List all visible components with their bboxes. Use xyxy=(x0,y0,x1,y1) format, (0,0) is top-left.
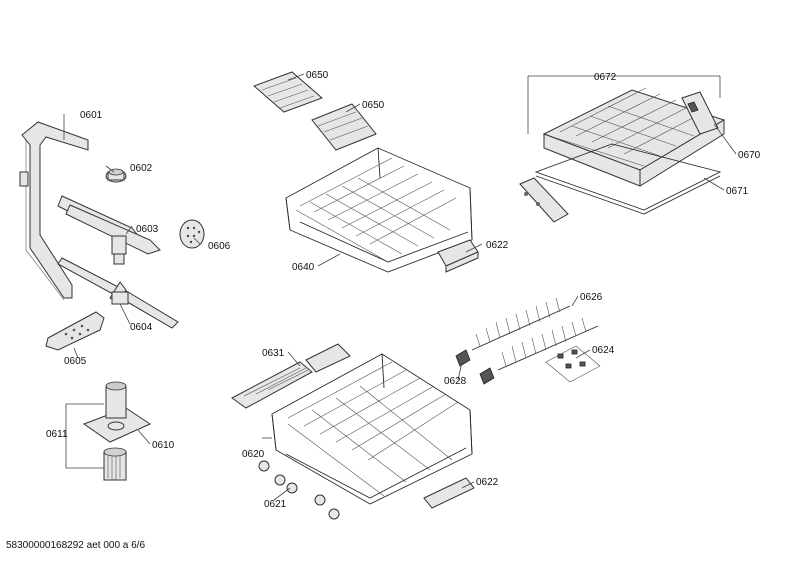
label-0624: 0624 xyxy=(592,345,615,356)
label-0640: 0640 xyxy=(292,262,315,273)
label-0628: 0628 xyxy=(444,376,467,387)
clips-0628 xyxy=(455,349,495,385)
rack-0631-a xyxy=(231,361,313,409)
fasteners-0624 xyxy=(545,345,601,383)
label-0650-a: 0650 xyxy=(306,70,329,81)
wheels-0620 xyxy=(258,460,286,486)
leader-lines xyxy=(63,73,737,501)
lower-spray-arm-0604 xyxy=(57,257,179,329)
filter-assembly-0610 xyxy=(82,381,152,443)
connector-0602 xyxy=(105,168,127,183)
tray-rail-0670 xyxy=(681,91,719,135)
document-id: 58300000168292 aet 000 a 6/6 xyxy=(6,540,146,551)
label-0626: 0626 xyxy=(580,292,603,303)
upper-basket-0640 xyxy=(285,147,473,273)
fine-filter-0611 xyxy=(103,447,127,481)
label-0606: 0606 xyxy=(208,241,231,252)
label-0650-b: 0650 xyxy=(362,100,385,111)
water-pipe-0601 xyxy=(19,121,89,301)
label-0621: 0621 xyxy=(264,499,287,510)
label-0670: 0670 xyxy=(738,150,761,161)
label-0603: 0603 xyxy=(136,224,159,235)
lower-basket xyxy=(271,353,473,505)
label-0605: 0605 xyxy=(64,356,87,367)
label-0622-lower: 0622 xyxy=(476,477,499,488)
rack-0631-b xyxy=(305,343,351,373)
label-0671: 0671 xyxy=(726,186,749,197)
rack-0650-a xyxy=(253,71,323,113)
part-labels: 0601 0602 0603 0604 0605 0606 0610 0611 … xyxy=(46,70,761,510)
cutlery-tray-0672 xyxy=(542,87,726,187)
cover-0622-upper xyxy=(437,239,479,273)
upper-spray-arm-0603 xyxy=(57,195,161,265)
cover-0622-lower xyxy=(423,477,475,509)
label-0622-upper: 0622 xyxy=(486,240,509,251)
wheels-0621 xyxy=(286,482,340,520)
label-0604: 0604 xyxy=(130,322,153,333)
tine-row-0626 xyxy=(471,297,599,371)
label-0601: 0601 xyxy=(80,110,103,121)
label-0610: 0610 xyxy=(152,440,175,451)
filter-plate-0605 xyxy=(45,311,105,351)
label-0620: 0620 xyxy=(242,449,265,460)
label-0672: 0672 xyxy=(594,72,617,83)
label-0602: 0602 xyxy=(130,163,153,174)
tray-frame-0671 xyxy=(534,143,722,215)
rack-0650-b xyxy=(311,103,377,151)
label-0611: 0611 xyxy=(46,429,68,440)
tray-rail-left xyxy=(519,177,569,223)
spray-head-0606 xyxy=(179,219,205,249)
label-0631: 0631 xyxy=(262,348,285,359)
